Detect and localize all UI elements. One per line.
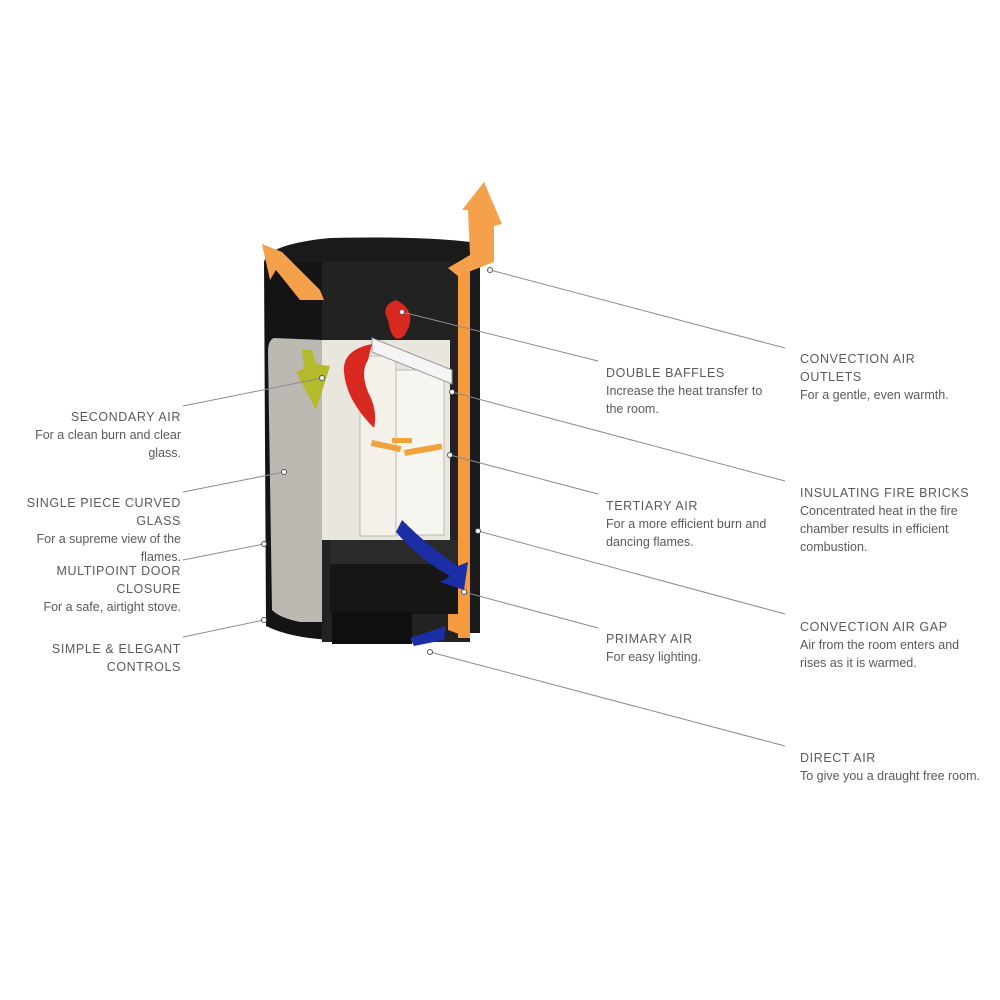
stove-foot [332, 612, 412, 644]
leader-primary-air [463, 591, 599, 629]
label-title: SECONDARY AIR [70, 410, 181, 424]
label-desc: For a more efficient burn and dancing fl… [606, 517, 767, 549]
label-secondary-air: SECONDARY AIR For a clean burn and clear… [20, 408, 181, 462]
stove-top-cap [264, 237, 470, 262]
label-title: SINGLE PIECE CURVED GLASS [26, 496, 181, 528]
leader-convection-outlets [489, 269, 786, 349]
leader-door-closure [182, 543, 265, 561]
leader-controls [182, 619, 265, 638]
label-controls: SIMPLE & ELEGANT CONTROLS [5, 640, 181, 676]
base-section [330, 564, 460, 614]
leader-double-baffles [401, 311, 599, 362]
leader-curved-glass [182, 471, 285, 493]
leader-dots [261, 267, 493, 655]
label-title: CONVECTION AIR OUTLETS [800, 352, 916, 384]
label-tertiary-air: TERTIARY AIR For a more efficient burn a… [606, 497, 776, 551]
label-title: TERTIARY AIR [606, 499, 698, 513]
tertiary-air-arrows [370, 438, 443, 456]
leader-convection-gap [477, 530, 786, 615]
label-desc: For a safe, airtight stove. [43, 600, 181, 614]
label-convection-gap: CONVECTION AIR GAP Air from the room ent… [800, 618, 980, 672]
curved-glass-panel [268, 338, 322, 622]
label-desc: For a supreme view of the flames. [36, 532, 181, 564]
convection-air-gap [458, 262, 470, 638]
flame-arrow-upper [385, 300, 411, 339]
label-desc: Concentrated heat in the fire chamber re… [800, 504, 958, 554]
leader-fire-bricks [451, 391, 786, 482]
label-fire-bricks: INSULATING FIRE BRICKS Concentrated heat… [800, 484, 980, 556]
leader-lines [182, 269, 786, 747]
label-title: CONVECTION AIR GAP [800, 620, 948, 634]
label-desc: For a gentle, even warmth. [800, 388, 949, 402]
label-direct-air: DIRECT AIR To give you a draught free ro… [800, 749, 980, 785]
label-title: DOUBLE BAFFLES [606, 366, 725, 380]
primary-air-arrow [396, 520, 468, 590]
convection-arrow-right [448, 182, 502, 276]
label-desc: For a clean burn and clear glass. [35, 428, 181, 460]
label-title: MULTIPOINT DOOR CLOSURE [56, 564, 181, 596]
label-primary-air: PRIMARY AIR For easy lighting. [606, 630, 776, 666]
leader-direct-air [429, 651, 786, 747]
leader-tertiary-air [449, 454, 599, 495]
label-title: PRIMARY AIR [606, 632, 693, 646]
convection-arrow-left [262, 244, 324, 300]
direct-air-arrow [410, 626, 446, 646]
label-door-closure: MULTIPOINT DOOR CLOSURE For a safe, airt… [10, 562, 181, 616]
label-title: SIMPLE & ELEGANT CONTROLS [51, 642, 181, 674]
label-desc: Increase the heat transfer to the room. [606, 384, 763, 416]
label-convection-outlets: CONVECTION AIR OUTLETS For a gentle, eve… [800, 350, 980, 404]
label-desc: For easy lighting. [606, 650, 702, 664]
label-title: INSULATING FIRE BRICKS [800, 486, 970, 500]
outer-back-wall [470, 255, 480, 633]
label-desc: Air from the room enters and rises as it… [800, 638, 960, 670]
label-curved-glass: SINGLE PIECE CURVED GLASS For a supreme … [10, 494, 181, 566]
label-title: DIRECT AIR [800, 751, 876, 765]
label-desc: To give you a draught free room. [800, 769, 980, 783]
leader-secondary-air [182, 377, 323, 407]
convection-air-gap-bottom [448, 614, 470, 638]
flame-arrow-lower [343, 344, 376, 428]
label-double-baffles: DOUBLE BAFFLES Increase the heat transfe… [606, 364, 776, 418]
baffle-plate [371, 337, 453, 385]
